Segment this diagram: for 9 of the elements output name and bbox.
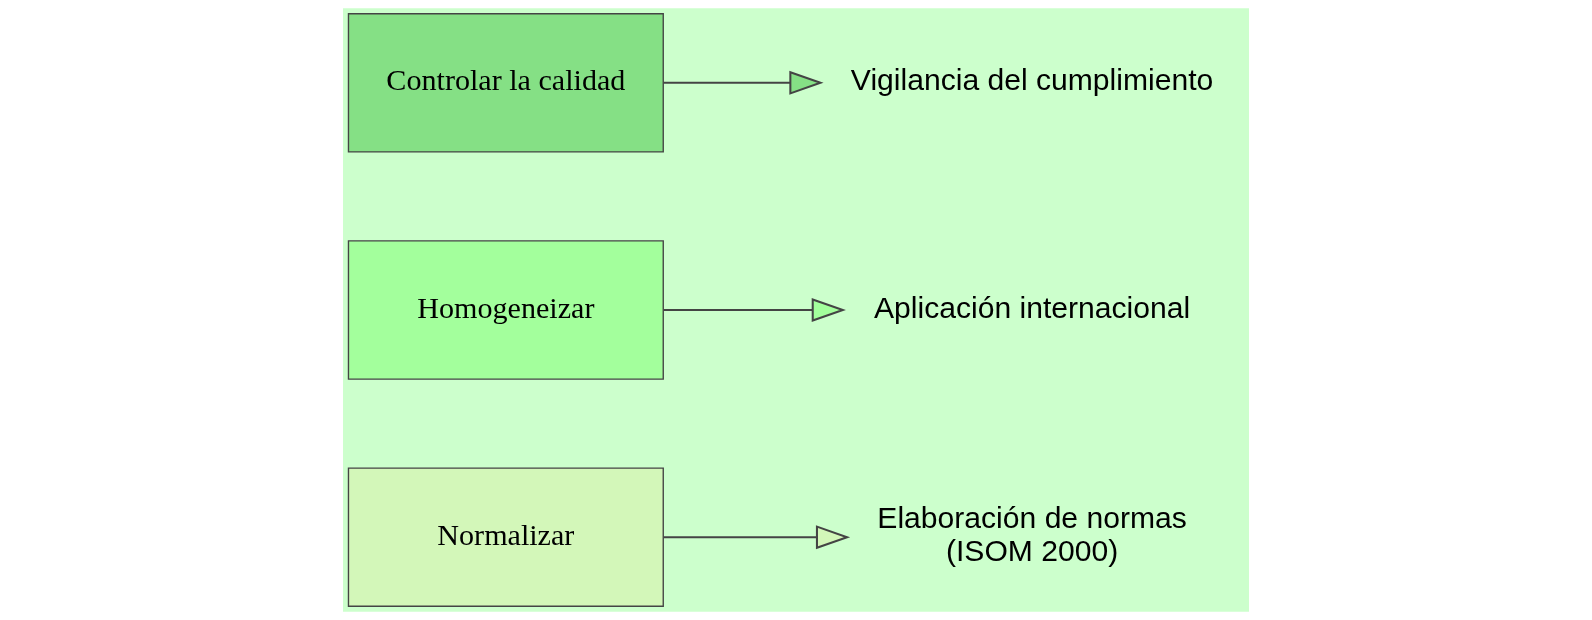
arrow: [663, 525, 851, 550]
node-text: Elaboración de normas (ISOM 2000): [877, 501, 1187, 568]
node-box: Normalizar: [347, 467, 664, 607]
node-text: Aplicación internacional: [873, 290, 1191, 324]
node-text: Vigilancia del cumplimiento: [850, 63, 1214, 97]
arrow: [663, 298, 846, 322]
node-box: Homogeneizar: [347, 240, 664, 380]
node-box: Controlar la calidad: [347, 13, 664, 153]
arrow: [663, 70, 824, 95]
